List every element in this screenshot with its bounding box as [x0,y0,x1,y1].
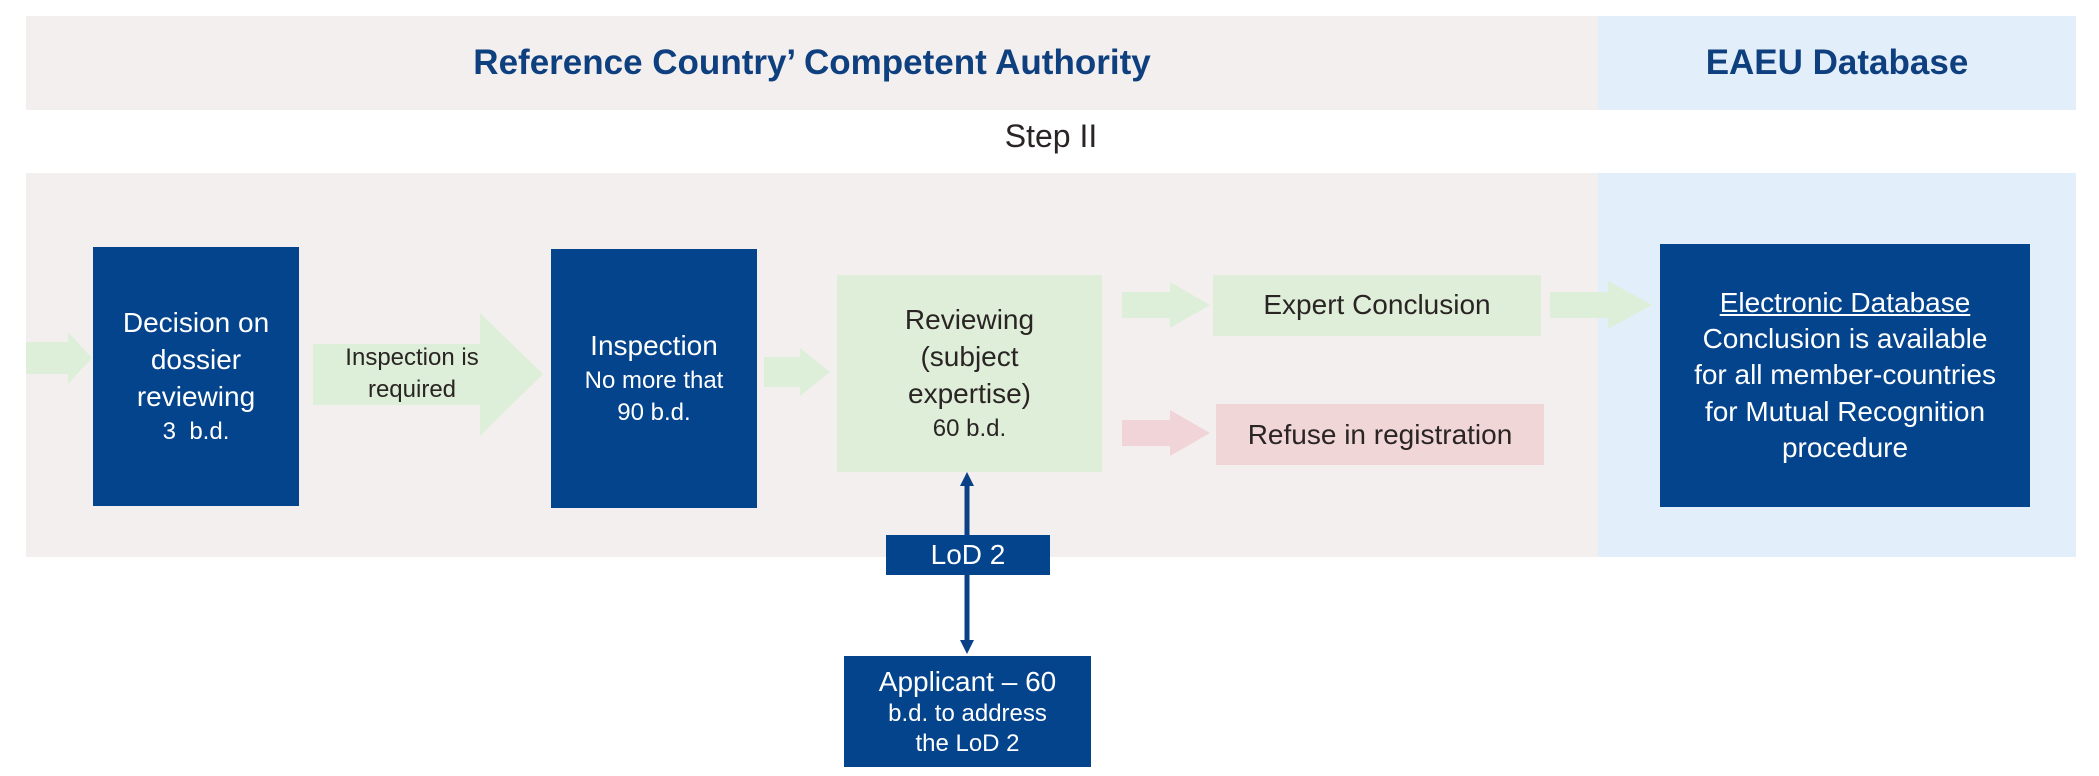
reviewing-line-3: expertise) [908,378,1031,410]
refuse-label: Refuse in registration [1247,418,1513,450]
reviewing-box: Reviewing (subject expertise) 60 b.d. [837,275,1102,472]
applicant-line-3: the LoD 2 [915,730,1020,757]
electronic-database-line-4: procedure [1781,432,1909,464]
electronic-database-line-2: for all member-countries [1694,359,1996,391]
inspection-required-label: Inspection is required [330,308,494,440]
applicant-line-1: Applicant – 60 [878,666,1057,697]
electronic-database-line-3: for Mutual Recognition [1704,395,1986,427]
reviewing-line-1: Reviewing [904,304,1035,336]
decision-duration: 3 b.d. [162,418,230,446]
step-label: Step II [1004,118,1098,154]
inspection-line-2: 90 b.d. [617,398,691,426]
electronic-database-box: Electronic Database Conclusion is availa… [1660,244,2030,507]
entry-arrow [26,332,92,384]
applicant-line-2: b.d. to address [888,700,1047,727]
header-title-database: EAEU Database [1705,43,1969,82]
inspection-required-line-2: required [367,376,457,403]
reviewing-to-expert-arrow [1122,282,1210,328]
expert-conclusion-label: Expert Conclusion [1263,289,1491,321]
inspection-title: Inspection [590,330,718,362]
electronic-database-line-1: Conclusion is available [1702,322,1988,354]
header-band-database: EAEU Database [1598,16,2076,110]
lod-arrowhead-down [960,640,974,654]
expert-conclusion-box: Expert Conclusion [1213,275,1541,336]
inspection-line-1: No more that [584,367,724,395]
lod-arrowhead-up [960,472,974,486]
expert-to-database-arrow [1550,281,1652,329]
decision-line-1: Decision on [122,307,270,339]
inspection-to-reviewing-arrow [764,348,830,396]
applicant-box: Applicant – 60 b.d. to address the LoD 2 [844,656,1091,767]
decision-line-2: dossier [150,344,242,376]
lod-box: LoD 2 [886,535,1050,575]
inspection-required-line-1: Inspection is [345,343,479,371]
reviewing-to-refuse-arrow [1122,410,1210,456]
decision-box: Decision on dossier reviewing 3 b.d. [93,247,299,506]
decision-line-3: reviewing [136,381,256,413]
lod-label: LoD 2 [930,538,1006,570]
refuse-box: Refuse in registration [1216,404,1544,465]
inspection-box: Inspection No more that 90 b.d. [551,249,757,508]
reviewing-line-2: (subject [920,341,1019,373]
electronic-database-title: Electronic Database [1719,286,1971,318]
header-title-authority: Reference Country’ Competent Authority [473,43,1151,82]
reviewing-duration: 60 b.d. [932,415,1007,443]
decision-to-inspection-arrow [313,313,543,436]
header-band-authority: Reference Country’ Competent Authority [26,16,1598,110]
